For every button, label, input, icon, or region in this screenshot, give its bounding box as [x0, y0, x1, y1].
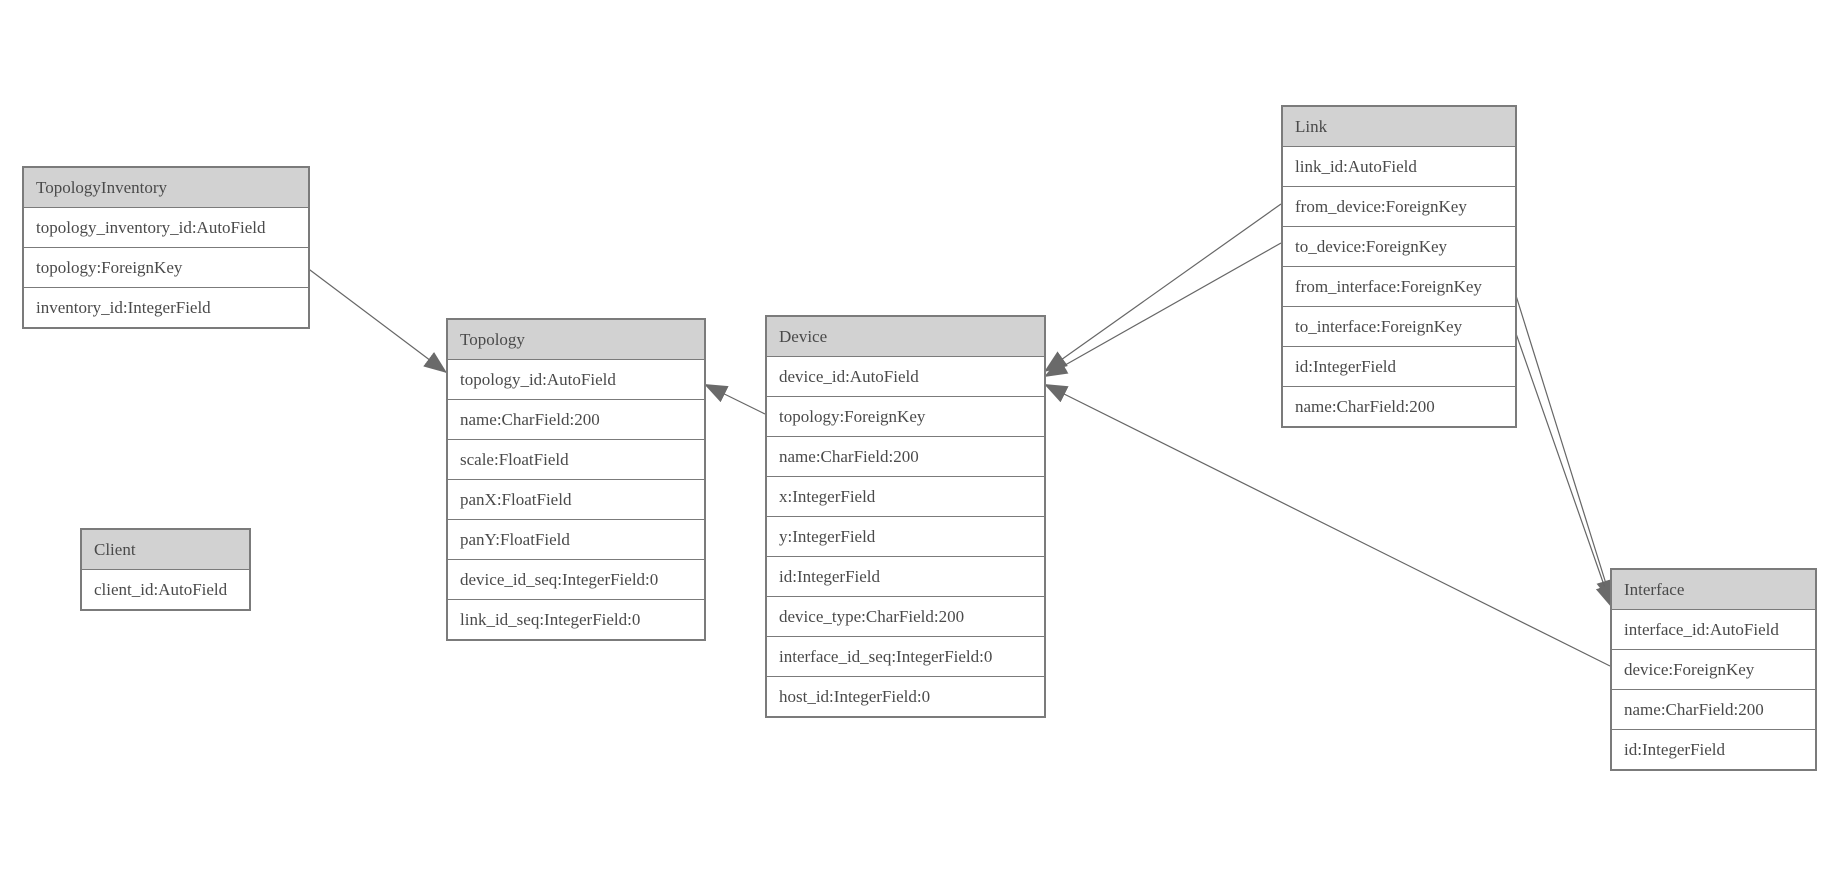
- entity-title: Device: [767, 317, 1044, 357]
- field-row: id:IntegerField: [767, 557, 1044, 597]
- field-row: panY:FloatField: [448, 520, 704, 560]
- field-row: interface_id:AutoField: [1612, 610, 1815, 650]
- field-row: name:CharField:200: [1283, 387, 1515, 426]
- field-row: device_id:AutoField: [767, 357, 1044, 397]
- field-row: id:IntegerField: [1612, 730, 1815, 769]
- field-row: interface_id_seq:IntegerField:0: [767, 637, 1044, 677]
- field-row: device_type:CharField:200: [767, 597, 1044, 637]
- field-row: device_id_seq:IntegerField:0: [448, 560, 704, 600]
- entity-title: Interface: [1612, 570, 1815, 610]
- entity-title: Link: [1283, 107, 1515, 147]
- edge-link-from-interface-interface: [1512, 285, 1614, 604]
- edge-link-to-interface-interface: [1512, 324, 1613, 609]
- edge-topologyinventory-topology: [305, 266, 448, 374]
- field-row: to_device:ForeignKey: [1283, 227, 1515, 267]
- field-row: name:CharField:200: [1612, 690, 1815, 730]
- edge-link-from-device-device: [1043, 203, 1282, 373]
- field-row: to_interface:ForeignKey: [1283, 307, 1515, 347]
- field-row: topology:ForeignKey: [767, 397, 1044, 437]
- entity-title: Topology: [448, 320, 704, 360]
- field-row: device:ForeignKey: [1612, 650, 1815, 690]
- field-row: id:IntegerField: [1283, 347, 1515, 387]
- field-row: topology:ForeignKey: [24, 248, 308, 288]
- field-row: topology_inventory_id:AutoField: [24, 208, 308, 248]
- field-row: from_interface:ForeignKey: [1283, 267, 1515, 307]
- field-row: name:CharField:200: [767, 437, 1044, 477]
- edge-link-to-device-device: [1043, 242, 1282, 378]
- field-row: inventory_id:IntegerField: [24, 288, 308, 327]
- entity-title: Client: [82, 530, 249, 570]
- entity-title: TopologyInventory: [24, 168, 308, 208]
- field-row: host_id:IntegerField:0: [767, 677, 1044, 716]
- field-row: client_id:AutoField: [82, 570, 249, 609]
- field-row: topology_id:AutoField: [448, 360, 704, 400]
- field-row: name:CharField:200: [448, 400, 704, 440]
- field-row: scale:FloatField: [448, 440, 704, 480]
- field-row: link_id:AutoField: [1283, 147, 1515, 187]
- field-row: y:IntegerField: [767, 517, 1044, 557]
- field-row: panX:FloatField: [448, 480, 704, 520]
- edge-device-topology: [703, 383, 766, 415]
- field-row: link_id_seq:IntegerField:0: [448, 600, 704, 639]
- field-row: from_device:ForeignKey: [1283, 187, 1515, 227]
- field-row: x:IntegerField: [767, 477, 1044, 517]
